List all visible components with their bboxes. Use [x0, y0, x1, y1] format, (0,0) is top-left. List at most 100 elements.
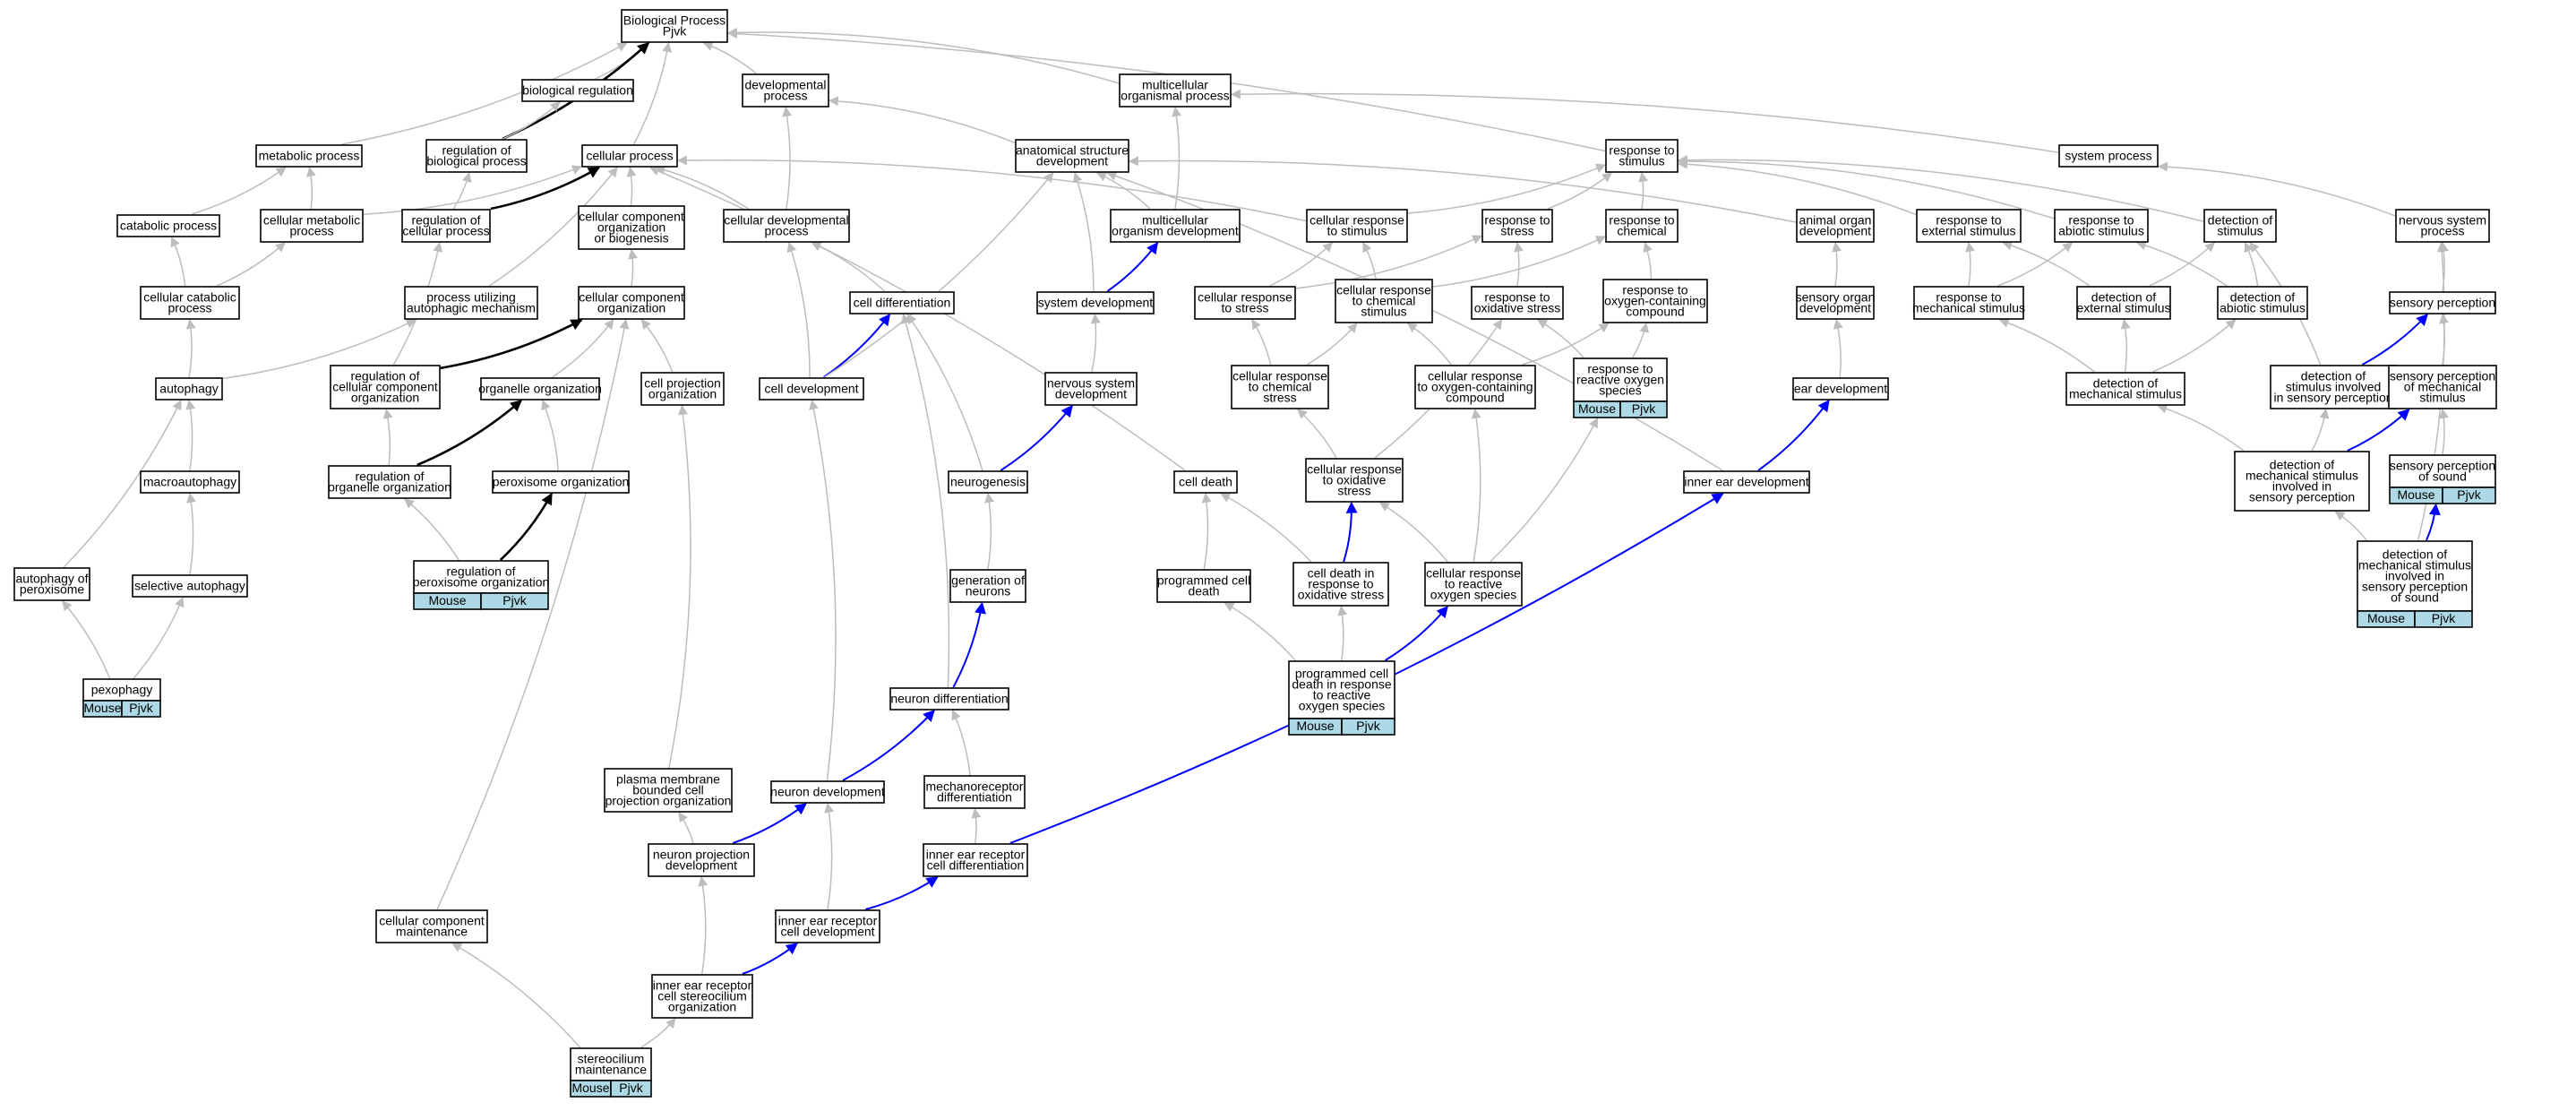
go-term-node-sys-dev[interactable]: system development [1036, 291, 1155, 314]
go-term-node-sens-perc[interactable]: sensory perception [2389, 291, 2496, 314]
node-label: cellular process [586, 149, 673, 163]
go-term-node-sys-proc[interactable]: system process [2058, 144, 2159, 168]
go-term-node-inner-ear-dev[interactable]: inner ear development [1683, 470, 1810, 494]
node-label: selective autophagy [134, 579, 245, 593]
node-label: peroxisome organization [493, 475, 630, 489]
go-term-node-neuron-dev[interactable]: neuron development [770, 780, 885, 804]
edge-stereo_maint-to-cc_maint [451, 943, 581, 1048]
go-term-node-cell-death[interactable]: cell death [1173, 470, 1238, 494]
go-term-node-cell-proc[interactable]: cellular process [581, 144, 678, 168]
go-term-node-ear-dev[interactable]: ear development [1792, 377, 1889, 400]
go-term-node-neurogenesis[interactable]: neurogenesis [948, 470, 1028, 494]
edge-reg_cell_proc-to-reg_bio [452, 171, 472, 210]
go-term-node-sel-autoph[interactable]: selective autophagy [132, 574, 248, 598]
edge-cell_diff-to-cell_dev_proc [811, 242, 886, 292]
node-box [1913, 286, 2024, 320]
go-term-node-autophagy[interactable]: autophagy [155, 377, 223, 400]
edge-sys_dev-to-multi_org_dev [1106, 241, 1159, 292]
edge-pexophagy-to-autoph_perox [61, 600, 111, 679]
go-term-node-bio-reg[interactable]: biological regulation [521, 79, 634, 102]
go-term-node-catab[interactable]: catabolic process [116, 214, 220, 237]
node-box [1306, 209, 1408, 243]
go-term-node-cell-diff[interactable]: cell differentiation [849, 291, 955, 314]
node-box [2234, 451, 2370, 512]
go-term-node-cell-dev[interactable]: cell development [759, 377, 864, 400]
go-term-node-peroxisome-org[interactable]: peroxisome organization [492, 470, 630, 494]
go-term-node-neuron-diff[interactable]: neuron differentiation [889, 687, 1009, 711]
go-term-node-organelle-org[interactable]: organelle organization [478, 377, 602, 400]
go-term-node-macroautophagy[interactable]: macroautophagy [140, 470, 240, 494]
edge-cell_death_ox-to-cell_death [1220, 493, 1312, 563]
annotation-label-mouse: Mouse [1578, 401, 1616, 416]
go-term-node-metab[interactable]: metabolic process [255, 144, 363, 168]
edge-detect_ext-to-detect_stim [2149, 242, 2216, 287]
